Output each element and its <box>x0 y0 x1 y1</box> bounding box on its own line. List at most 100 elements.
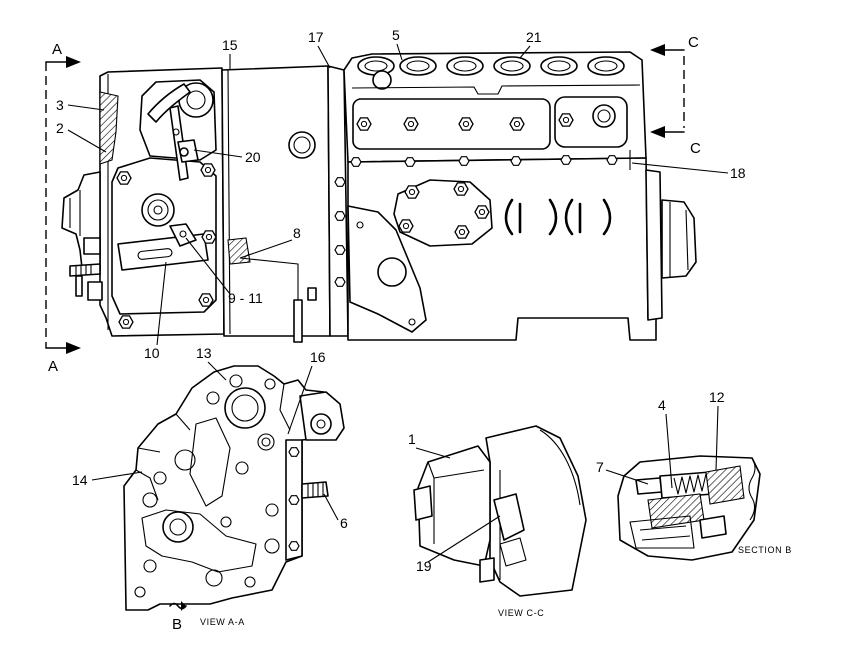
adjusting-screw <box>301 481 329 499</box>
arrow-right-icon <box>66 342 81 354</box>
callout-12: 12 <box>709 389 725 405</box>
casting-hole <box>134 586 146 598</box>
stop-block <box>699 515 727 539</box>
section-b-caption: SECTION B <box>738 545 792 555</box>
governor-housing <box>61 67 225 337</box>
lever-boss-bore <box>186 90 206 110</box>
head-bolt <box>560 155 572 165</box>
shaft-boss <box>141 193 175 227</box>
break-line <box>748 457 756 521</box>
view-a-a-callouts: 13 16 14 6 <box>72 345 348 531</box>
casting-hole <box>174 449 196 471</box>
cover-tab <box>413 485 433 521</box>
fuel-gallery-edge <box>351 84 641 95</box>
dowel-pin <box>293 299 303 343</box>
leader-line <box>396 43 403 61</box>
section-b-callouts: 7 4 12 <box>596 389 725 489</box>
casting-hole-inner <box>261 437 271 447</box>
leader-line <box>67 129 107 153</box>
casting-hole <box>153 471 167 485</box>
hex-bolt <box>398 219 414 233</box>
flange-bolt <box>334 211 346 221</box>
hex-bolt <box>201 230 217 244</box>
cutting-plane-b: B <box>169 601 187 633</box>
plate-bolt <box>288 447 300 457</box>
adjuster-pin <box>179 230 187 238</box>
casting-hole <box>235 461 249 475</box>
cutting-plane-c: C C <box>650 34 701 157</box>
hex-bolt <box>458 117 474 131</box>
governor-side-boss <box>61 171 101 271</box>
leader-line <box>605 469 649 485</box>
leader-line <box>207 361 227 381</box>
callout-18: 18 <box>730 165 746 181</box>
casting-window <box>189 417 231 507</box>
casting-boss <box>162 511 194 543</box>
casting-hole <box>257 433 275 451</box>
side-cover-plug <box>592 104 616 128</box>
cutting-plane-a: A A <box>45 41 81 375</box>
callout-4: 4 <box>658 397 666 413</box>
valve-holder-bore <box>406 60 430 72</box>
flange-bolt <box>334 177 346 187</box>
leader-line <box>519 45 531 59</box>
leader-line <box>287 365 313 435</box>
flange-bolt <box>334 277 346 287</box>
valve-holder-bore <box>453 60 477 72</box>
cutting-plane-a-top-label: A <box>52 41 62 58</box>
rib-right <box>602 198 612 236</box>
valve-holder-bore <box>547 60 571 72</box>
plate-bolt <box>288 495 300 505</box>
callout-7: 7 <box>596 459 604 475</box>
casting-window <box>141 509 257 573</box>
hex-bolt <box>453 182 469 196</box>
arrow-left-icon <box>650 126 665 138</box>
leader-line <box>317 45 331 69</box>
housing-plug-inner <box>293 136 311 154</box>
hex-bolt <box>118 315 134 329</box>
main-view-callouts: 3 2 15 17 5 21 20 18 8 9 - 11 10 <box>56 27 746 361</box>
link-pin <box>179 147 189 157</box>
valve-holder-top <box>540 56 578 76</box>
cutting-plane-c-top-label: C <box>688 34 699 51</box>
head-bolt <box>350 157 362 167</box>
valve-holder-bore <box>500 60 524 72</box>
adapter-cutaway-hatch <box>227 237 251 265</box>
adjuster-block <box>169 223 197 247</box>
head-bolt <box>404 157 416 167</box>
front-flange <box>645 169 663 321</box>
leader-line <box>185 237 231 295</box>
casting-hole <box>244 576 256 588</box>
head-bolt <box>510 156 522 166</box>
boss-nut <box>83 237 101 255</box>
lower-block-edge <box>639 525 691 541</box>
hex-bolt <box>116 171 132 185</box>
delivery-valve-holder <box>446 56 484 76</box>
drive-shaft-boss <box>661 199 697 279</box>
valve-holder-bore <box>364 60 388 72</box>
view-c-c: VIEW C-C 1 19 <box>408 425 587 618</box>
casting-rib <box>135 383 291 501</box>
casting-port-inner <box>231 394 259 422</box>
pump-head <box>343 51 647 163</box>
callout-10: 10 <box>144 345 160 361</box>
valve-cap <box>372 70 392 90</box>
link-pin <box>172 128 180 136</box>
callout-15: 15 <box>222 37 238 53</box>
callout-8: 8 <box>293 225 301 241</box>
drive-end <box>645 169 697 321</box>
hex-bolt <box>454 225 470 239</box>
valve-holder-top <box>446 56 484 76</box>
leader-line <box>631 162 729 174</box>
hex-bolt <box>403 117 419 131</box>
casting-hole <box>143 559 157 573</box>
valve-holder-top <box>493 56 531 76</box>
cutting-plane-a-bottom-label: A <box>48 358 58 375</box>
stud <box>75 275 83 297</box>
casting-hole <box>264 378 276 390</box>
screw-thread <box>75 265 92 276</box>
leader-line <box>427 515 501 563</box>
rib-left <box>504 198 514 236</box>
head-bolt <box>606 155 618 165</box>
